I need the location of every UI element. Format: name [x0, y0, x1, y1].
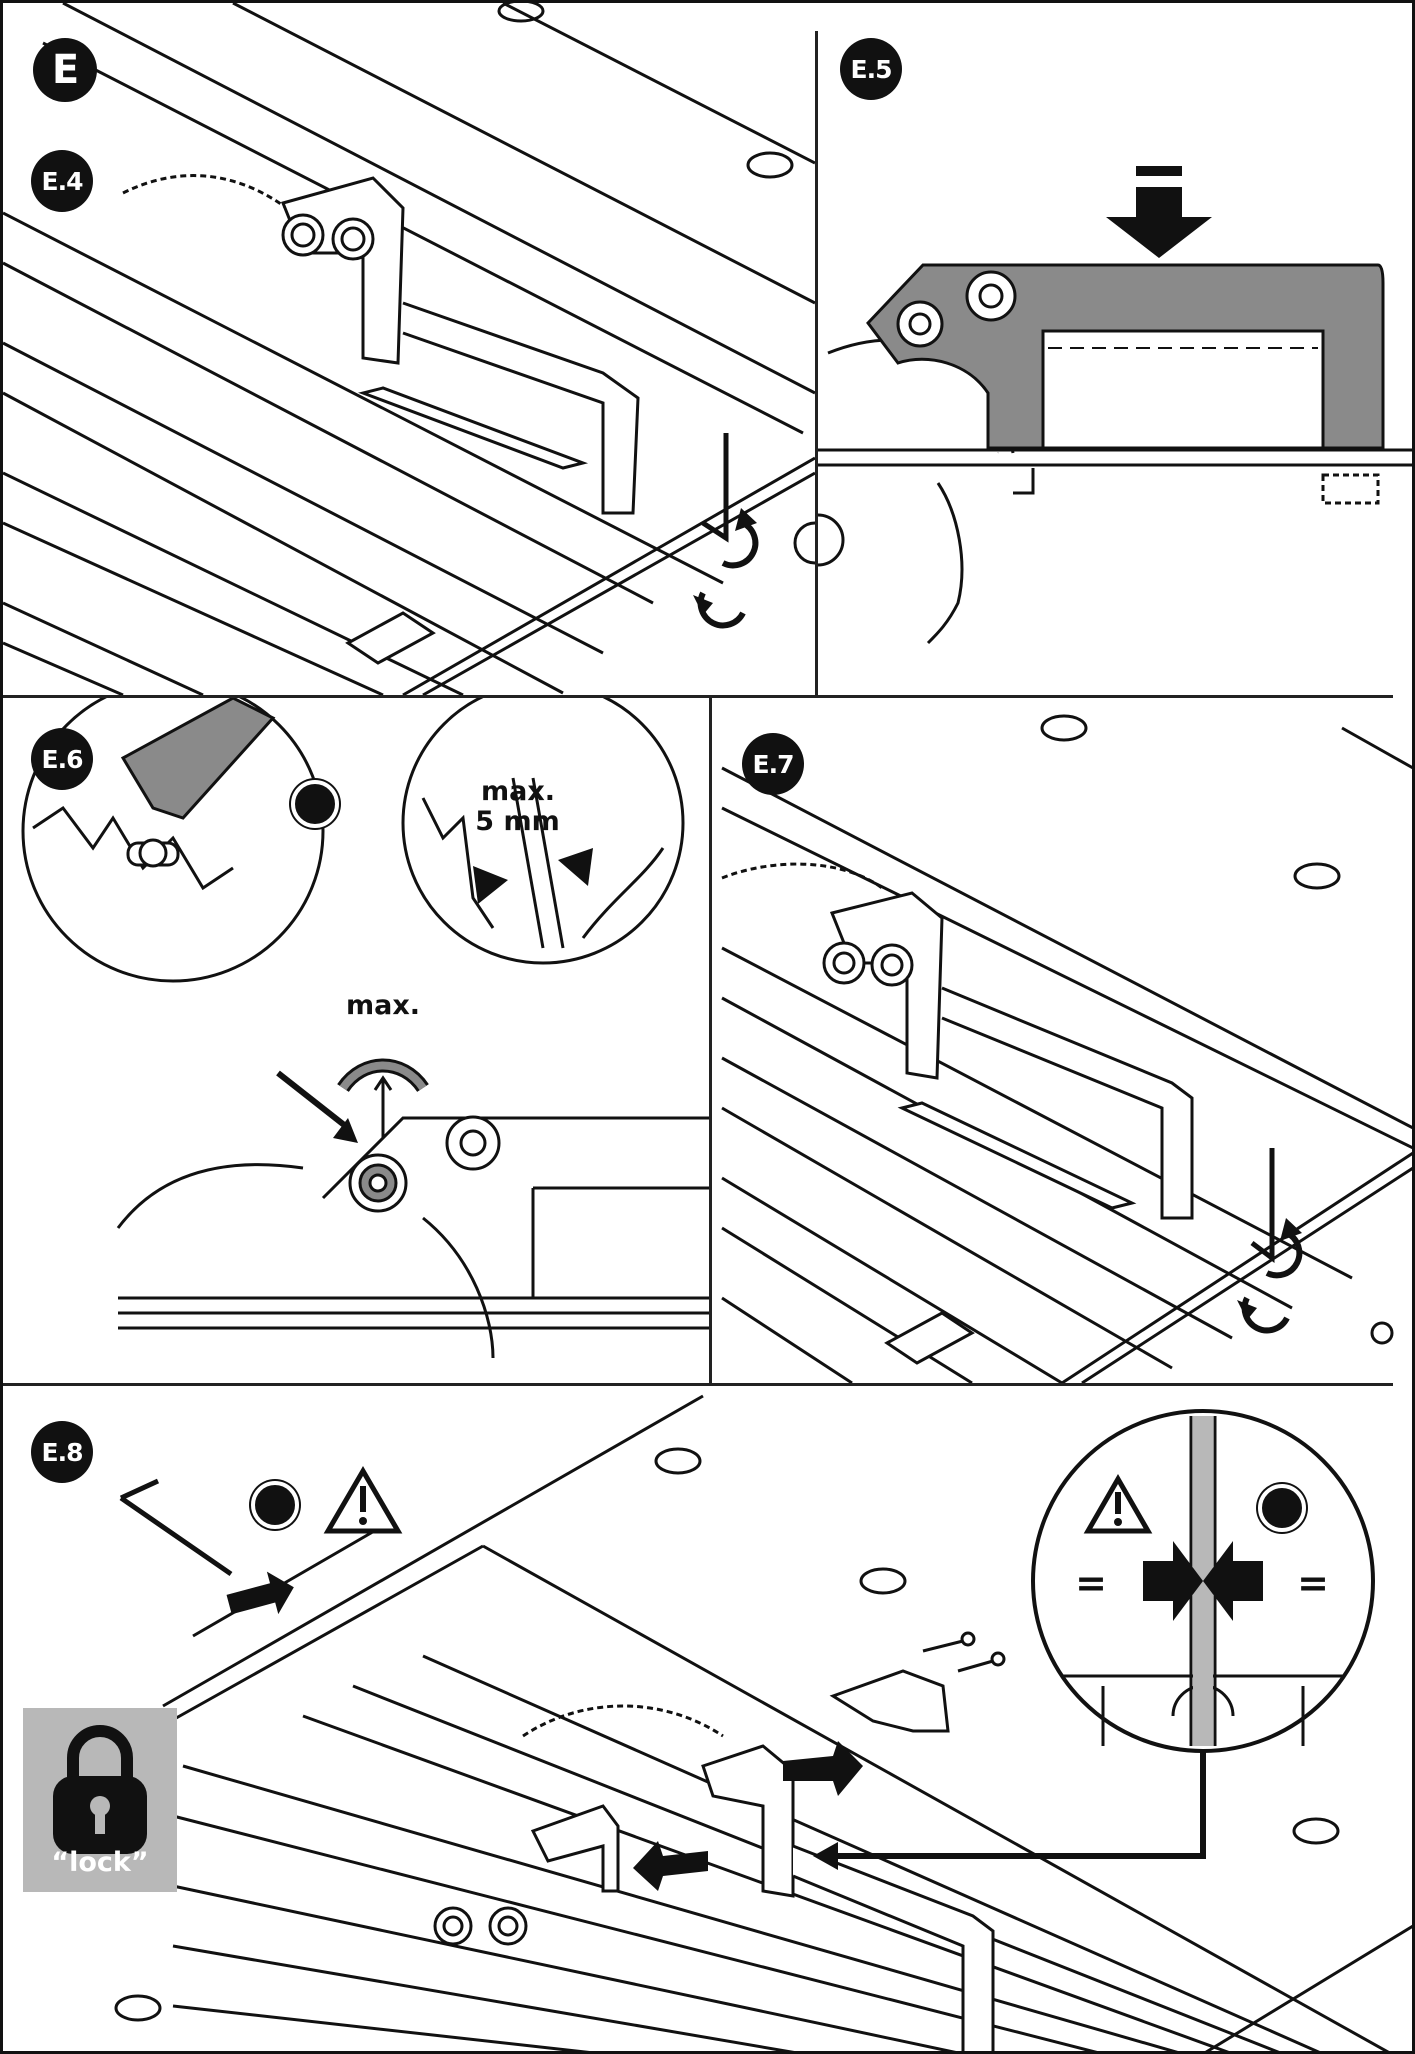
step-badge-e5: E.5: [840, 38, 902, 100]
section-badge: E: [33, 38, 97, 102]
divider-horizontal-1: [3, 695, 1393, 698]
step-badge-e7: E.7: [742, 733, 804, 795]
padlock-icon: [53, 1725, 147, 1854]
panel-e7: E.7: [712, 698, 1412, 1383]
divider-vertical-top: [815, 31, 818, 697]
lock-label: “lock”: [51, 1847, 149, 1878]
e7-illustration: [721, 714, 1412, 1383]
gap-max-label: max.: [480, 776, 556, 807]
manual-info-icon: [1258, 1484, 1306, 1532]
equal-left-label: =: [1075, 1561, 1107, 1605]
manual-info-icon: [251, 1481, 299, 1529]
step-badge-e8: E.8: [31, 1421, 93, 1483]
step-badge-e6: E.6: [31, 728, 93, 790]
panel-e8: E.8 = =: [3, 1386, 1412, 2051]
equal-right-label: =: [1297, 1561, 1329, 1605]
manual-info-icon: [291, 780, 339, 828]
tilt-max-label: max.: [345, 990, 421, 1021]
e6-illustration: [21, 698, 709, 1359]
gap-value-label: 5 mm: [475, 806, 560, 837]
e5-illustration: [818, 166, 1412, 645]
e8-illustration: [114, 1394, 1412, 2051]
panel-e5: E.5: [818, 3, 1412, 695]
e4-illustration: [3, 3, 815, 695]
lock-panel: “lock”: [23, 1708, 177, 1892]
divider-horizontal-2: [3, 1383, 1393, 1386]
push-down-arrow-icon: [1106, 166, 1212, 258]
divider-vertical-mid: [709, 697, 712, 1383]
panel-e6: E.6 max. 5 mm max.: [3, 698, 709, 1383]
step-badge-e4: E.4: [31, 150, 93, 212]
panel-e4: E E.4: [3, 3, 815, 695]
